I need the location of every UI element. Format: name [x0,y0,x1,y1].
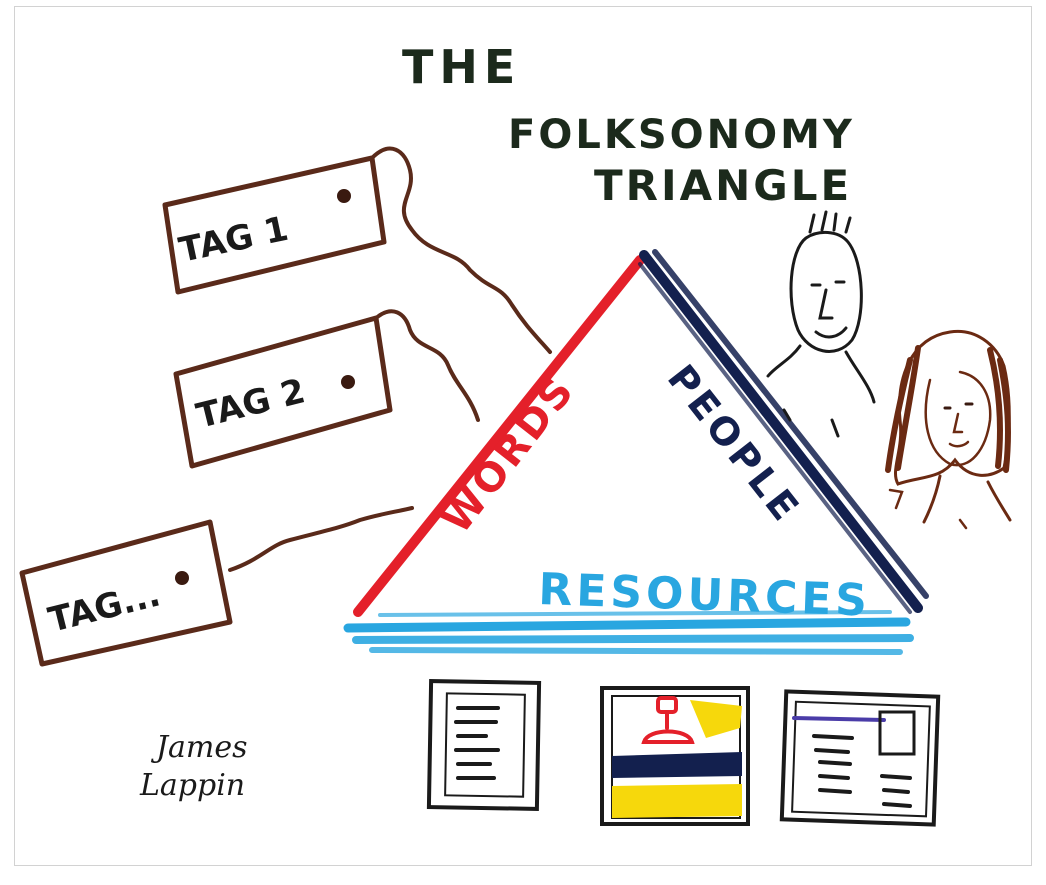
diagram-title: THE FOLKSONOMY TRIANGLE [402,40,855,210]
title-line-3: TRIANGLE [594,161,852,210]
man-figure [766,210,876,438]
tag-1-hole [337,189,351,203]
bottom-strip [0,866,1046,885]
woman-figure [885,329,1012,530]
signature-line-1: James [150,730,248,765]
words-label: WORDS [434,367,585,542]
tag-1: TAG 1 [162,155,387,295]
tag-3-string [228,506,414,572]
triangle-resources-side [343,610,914,655]
tag-2-hole [341,375,355,389]
title-line-1: THE [402,40,521,94]
tag-strings [228,146,552,572]
title-line-2: FOLKSONOMY [508,112,855,158]
tag-3-hole [175,571,189,585]
image-picture-icon [600,686,750,826]
signature-line-2: Lappin [139,768,245,803]
resources-label: RESOURCES [538,564,872,627]
tag-1-string [370,146,552,354]
signature: James Lappin [139,730,248,803]
triangle-words-side [353,255,645,617]
tag-2: TAG 2 [173,315,393,469]
web-page-icon [779,689,941,827]
text-document-icon [426,679,542,811]
tag-3: TAG... [19,519,233,667]
tag-2-string [374,309,480,422]
triangle-people-side [638,249,929,614]
